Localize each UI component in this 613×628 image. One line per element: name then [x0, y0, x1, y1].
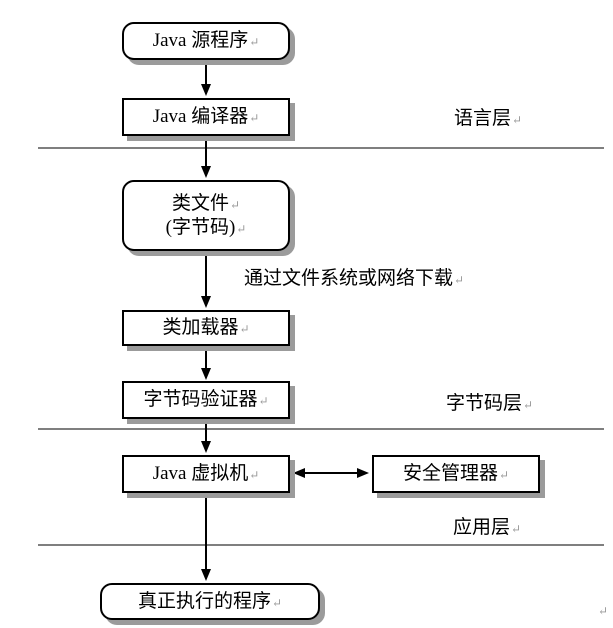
arrow-jvm-to-program [201, 494, 211, 581]
node-java-vm: Java 虚拟机↵ [122, 455, 290, 493]
paragraph-mark: ↵ [249, 35, 260, 50]
paragraph-mark: ↵ [598, 604, 609, 618]
annotation-download-text: 通过文件系统或网络下载 [244, 268, 454, 289]
arrow-classfile-to-loader [201, 252, 211, 308]
annotation-download: 通过文件系统或网络下载↵ [244, 263, 464, 290]
annotation-bytecode-layer: 字节码层↵ [446, 388, 533, 415]
separator-application-layer [38, 544, 604, 546]
annotation-application-layer-text: 应用层 [453, 517, 511, 538]
node-java-source: Java 源程序↵ [122, 22, 290, 60]
paragraph-mark: ↵ [239, 322, 250, 337]
node-bytecode-verifier-label: 字节码验证器 [143, 389, 258, 411]
paragraph-mark: ↵ [249, 111, 260, 126]
node-class-loader-label: 类加载器 [162, 317, 239, 339]
paragraph-mark: ↵ [523, 398, 534, 412]
annotation-language-layer-text: 语言层 [454, 108, 512, 129]
paragraph-mark: ↵ [454, 273, 465, 287]
annotation-bytecode-layer-text: 字节码层 [446, 393, 523, 414]
paragraph-mark: ↵ [249, 468, 260, 483]
node-class-file-label-line1: 类文件 [171, 192, 229, 214]
node-bytecode-verifier: 字节码验证器↵ [122, 381, 290, 419]
node-java-vm-label: Java 虚拟机 [152, 463, 249, 485]
arrow-source-to-compiler [201, 60, 211, 96]
paragraph-mark: ↵ [229, 197, 241, 212]
arrow-compiler-to-classfile [201, 137, 211, 178]
node-class-loader: 类加载器↵ [122, 310, 290, 346]
node-class-file: 类文件↵ (字节码)↵ [122, 180, 290, 251]
paragraph-mark: ↵ [512, 113, 523, 127]
annotation-application-layer: 应用层↵ [453, 512, 521, 539]
arrow-loader-to-verifier [201, 347, 211, 380]
node-security-manager-label: 安全管理器 [402, 463, 498, 485]
node-java-compiler: Java 编译器↵ [122, 98, 290, 136]
paragraph-mark: ↵ [271, 595, 283, 610]
paragraph-mark: ↵ [498, 468, 510, 483]
node-java-source-label: Java 源程序 [152, 30, 249, 52]
arrow-verifier-to-jvm [201, 420, 211, 453]
separator-bytecode-layer [38, 428, 604, 430]
paragraph-mark: ↵ [258, 394, 269, 409]
node-executing-program: 真正执行的程序↵ [100, 583, 320, 620]
separator-language-layer [38, 147, 604, 149]
arrow-jvm-security-bidirectional [293, 468, 369, 478]
node-java-compiler-label: Java 编译器 [152, 106, 249, 128]
paragraph-mark: ↵ [236, 221, 247, 236]
node-class-file-label-line2: (字节码) [165, 216, 236, 238]
annotation-language-layer: 语言层↵ [454, 103, 522, 130]
node-security-manager: 安全管理器↵ [372, 455, 540, 493]
node-executing-program-label: 真正执行的程序 [137, 590, 271, 612]
paragraph-mark: ↵ [511, 522, 522, 536]
